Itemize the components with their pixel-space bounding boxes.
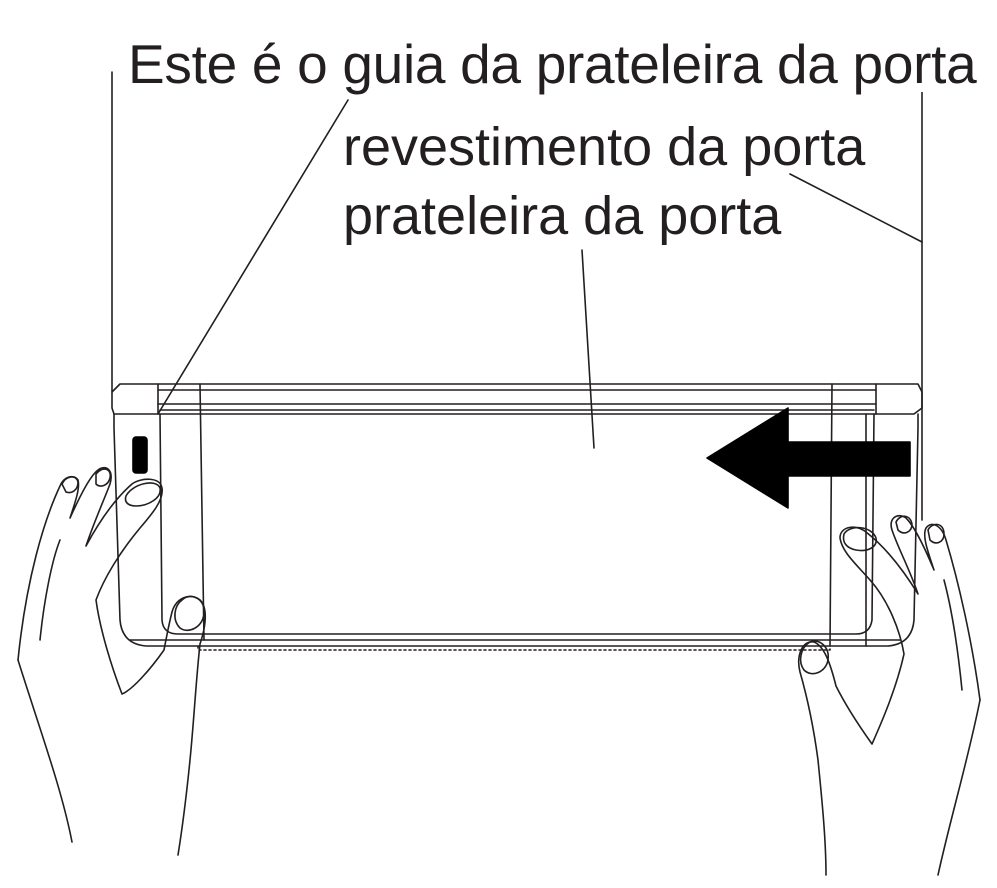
right-hand-nail-3 [842,526,877,552]
label-door-shelf: prateleira da porta [343,186,782,246]
left-hand-nail-1 [61,476,79,494]
left-hand-finger-crease [39,539,61,641]
right-hand [798,514,981,876]
shelf-bottom-edge [197,645,831,651]
door-trim [111,71,923,521]
left-hand-nail-2 [95,468,112,487]
leader-line-shelf-guide [157,99,349,415]
left-hand-nail-3 [124,482,161,507]
right-hand-palm-line [937,699,981,876]
left-hand-outline [17,466,207,856]
shelf-outer-body [113,413,919,647]
left-hand-palm-line [17,659,73,843]
right-hand-thumb [799,640,829,675]
left-hand [17,466,207,856]
leader-line-door-trim [789,173,923,243]
arrow-left-icon [706,407,911,509]
shelf-guide-slot [132,436,148,474]
leader-line-door-shelf [581,249,595,449]
shelf-top-rail [111,383,923,415]
right-hand-nail-1 [927,523,945,544]
shelf-left-divider [199,383,205,641]
door-shelf [111,383,923,651]
label-shelf-guide: Este é o guia da prateleira da porta [128,33,977,95]
right-hand-outline [798,514,981,876]
right-hand-finger-crease [943,579,963,691]
shelf-right-divider [829,383,833,647]
shelf-front-panel [159,413,875,635]
label-door-trim: revestimento da porta [343,117,866,177]
right-hand-nail-2 [895,515,913,534]
left-hand-thumb [174,595,205,632]
leader-lines [157,99,923,449]
